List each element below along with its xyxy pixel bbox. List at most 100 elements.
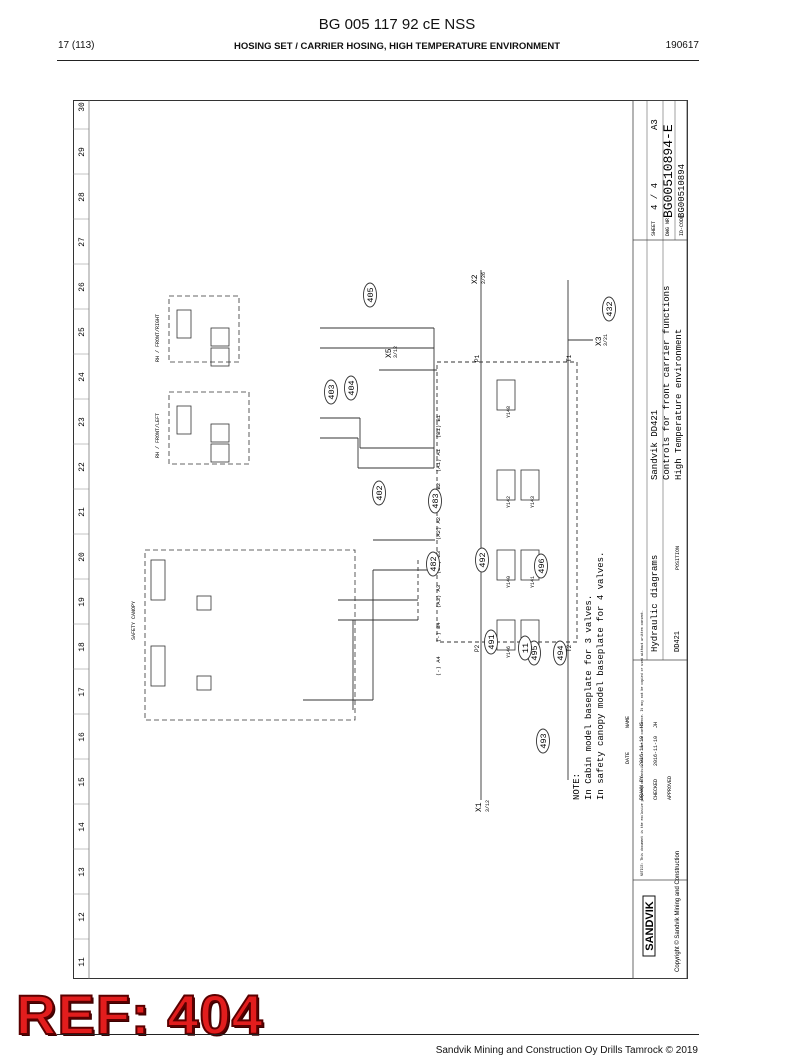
grid-number: 18 (78, 642, 87, 652)
callout-balloon: 432 (602, 296, 616, 322)
paper-size: A3 (650, 119, 660, 130)
grid-number: 19 (78, 597, 87, 607)
grid-number: 16 (78, 732, 87, 742)
callout-number: 11 (521, 643, 531, 653)
group-front-left: RH / FRONT/LEFT (155, 413, 161, 458)
document-date: 190617 (665, 40, 699, 51)
position-label: POSITION (675, 546, 681, 570)
valve-label: Y143 (530, 496, 536, 508)
valve-label: Y140 (506, 576, 512, 588)
title-line-2: Controls for front carrier functions (662, 286, 672, 480)
note-label: NOTE: (572, 773, 582, 800)
port-x2-ref: 2/26 (481, 272, 487, 284)
date-label: DATE (625, 752, 631, 764)
port-x1: X1 (475, 802, 484, 812)
hydraulic-drawing-sheet: 1112131415161718192021222324252627282930… (73, 100, 688, 979)
id-code: BG00510894 (677, 164, 687, 218)
copyright-text: Copyright © Sandvik Mining and Construct… (674, 851, 681, 972)
group-safety-canopy: SAFETY CANOPY (131, 601, 137, 640)
callout-balloon: 11 (518, 635, 532, 661)
id-label: ID-CODE (679, 215, 685, 236)
checked-label: CHECKED (653, 779, 659, 800)
port-label: (A2) A2 (435, 517, 442, 540)
name-label: NAME (625, 716, 631, 728)
callout-balloon: 493 (536, 728, 550, 754)
port-label: (-) B4 (435, 621, 442, 642)
callout-number: 402 (375, 485, 385, 500)
port-label: (A1) A1 (435, 448, 442, 472)
port-p2: P2 (474, 644, 481, 652)
note-line-2: In safety canopy model baseplate for 4 v… (596, 552, 606, 800)
callout-balloon: 404 (344, 375, 358, 401)
grid-number: 11 (78, 957, 87, 967)
grid-number: 27 (78, 237, 87, 247)
callout-number: 495 (530, 645, 540, 660)
grid-number: 22 (78, 462, 87, 472)
ref-stamp: REF: 404 (15, 983, 264, 1046)
callout-number: 482 (429, 556, 439, 571)
port-label: (-) A4 (435, 655, 442, 676)
section-title: HOSING SET / CARRIER HOSING, HIGH TEMPER… (233, 41, 560, 52)
model-name: DD421 (674, 631, 682, 652)
grid-number: 14 (78, 822, 87, 832)
callout-number: 405 (366, 287, 376, 302)
dwg-label: DWG NR (665, 218, 671, 236)
grid-number: 12 (78, 912, 87, 922)
footer-company: Sandvik Mining and Construction Oy Drill… (435, 1045, 698, 1056)
callout-number: 404 (347, 380, 357, 395)
callout-number: 492 (478, 552, 488, 567)
valve-bank (496, 379, 540, 651)
valve-label: Y142 (506, 496, 512, 508)
valve-label: Y141 (530, 576, 536, 588)
cylinder-group-front (168, 295, 250, 465)
grid-number: 15 (78, 777, 87, 787)
grid-number: 13 (78, 867, 87, 877)
port-x3-ref: 3/21 (603, 334, 609, 346)
port-label: (A3) A3 (435, 585, 442, 608)
group-front-right: RH / FRONT/RIGHT (155, 314, 161, 362)
dwg-number: BG00510894-E (661, 124, 676, 218)
port-label: (B1) B1 (435, 414, 442, 438)
checked-name: JH (653, 722, 659, 728)
grid-number: 28 (78, 192, 87, 202)
grid-number: 26 (78, 282, 87, 292)
sheet-label: SHEET (651, 221, 657, 236)
callout-balloon: 492 (475, 547, 489, 573)
header-rule (57, 60, 699, 61)
port-x2: X2 (471, 274, 480, 284)
port-x3: X3 (595, 336, 604, 346)
callout-balloon: 494 (553, 640, 567, 666)
title-line-3: High Temperature environment (674, 329, 684, 480)
page-number: 17 (113) (58, 40, 95, 51)
diagram-type: Hydraulic diagrams (650, 555, 660, 652)
hydraulic-lines (303, 270, 593, 800)
valve-label: Y148 (506, 406, 512, 418)
grid-number: 25 (78, 327, 87, 337)
grid-number: 29 (78, 147, 87, 157)
grid-number: 17 (78, 687, 87, 697)
port-x1-ref: 3/12 (485, 800, 491, 812)
callout-balloon: 402 (372, 480, 386, 506)
drawn-date: 2016-11-10 (639, 736, 645, 766)
drawn-name: HS (639, 722, 645, 728)
callout-number: 491 (487, 634, 497, 649)
port-x5: X5 (385, 348, 394, 358)
callout-balloon: 403 (324, 379, 338, 405)
footer-rule (57, 1034, 699, 1035)
port-p1: P1 (474, 354, 481, 362)
callout-balloon: 483 (428, 488, 442, 514)
approved-label: APPROVED (667, 776, 673, 800)
callout-number: 483 (431, 493, 441, 508)
callout-balloon: 496 (534, 553, 548, 579)
checked-date: 2016-11-10 (653, 736, 659, 766)
cylinder-group-canopy (144, 549, 356, 721)
grid-number: 23 (78, 417, 87, 427)
brand-logo: SANDVIK (644, 901, 656, 951)
port-t2: T2 (566, 644, 573, 652)
callout-number: 403 (327, 384, 337, 399)
grid-number: 20 (78, 552, 87, 562)
title-block: SANDVIK Copyright © Sandvik Mining and C… (625, 100, 688, 979)
document-code: BG 005 117 92 cE NSS (318, 16, 476, 33)
